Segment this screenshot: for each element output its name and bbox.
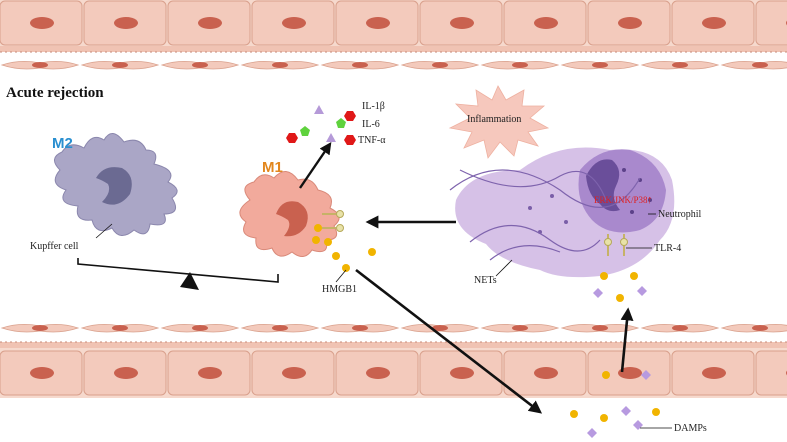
hexagon-icon bbox=[344, 135, 356, 145]
arrow-hmgb1-to-bottom bbox=[355, 268, 543, 414]
inflammation-label: Inflammation bbox=[467, 114, 522, 125]
hexagon-icon bbox=[286, 133, 298, 143]
erk-jnk-p38-label: ERK/JNK/P38 bbox=[594, 195, 648, 205]
damps-cluster-lower bbox=[570, 406, 660, 438]
cytokine-label-tnfa: TNF-α bbox=[358, 135, 386, 146]
diagram-title: Acute rejection bbox=[6, 85, 104, 101]
hmgb1-cluster bbox=[312, 224, 376, 272]
upregulation-arrow-icon: ↑ bbox=[647, 194, 653, 206]
tlr4-label: TLR-4 bbox=[654, 243, 682, 254]
damp-diamond bbox=[641, 370, 651, 380]
top-endothelium bbox=[1, 60, 787, 70]
top-tissue-band bbox=[0, 0, 787, 53]
cytokine-shapes bbox=[286, 105, 356, 145]
pentagon-icon bbox=[336, 118, 346, 128]
m2-label: M2 bbox=[52, 135, 73, 152]
triangle-icon bbox=[326, 133, 336, 142]
hexagon-icon bbox=[344, 111, 356, 121]
m1-macrophage bbox=[239, 171, 340, 257]
neutrophil-label: Neutrophil bbox=[658, 209, 702, 220]
triangle-icon bbox=[314, 105, 324, 114]
tlr4-receptors bbox=[604, 234, 628, 256]
inflammation-burst bbox=[448, 85, 550, 159]
damps-cluster-upper bbox=[593, 272, 647, 302]
hmgb1-label: HMGB1 bbox=[322, 284, 358, 295]
hmgb1-dot bbox=[602, 371, 610, 379]
nets-label: NETs bbox=[474, 275, 497, 286]
arrow-m1-to-cytokines bbox=[299, 142, 332, 189]
damps-label: DAMPs bbox=[674, 423, 707, 434]
cytokine-label-il1b: IL-1β bbox=[362, 101, 385, 112]
bottom-tissue-band bbox=[0, 341, 787, 398]
m2-macrophage bbox=[54, 133, 178, 236]
pentagon-icon bbox=[300, 126, 310, 136]
m1-label: M1 bbox=[262, 159, 283, 176]
arrow-damps-to-neutrophil bbox=[620, 307, 634, 373]
bottom-endothelium bbox=[1, 323, 787, 333]
m1-receptors bbox=[322, 210, 344, 232]
seesaw-triangle-icon bbox=[77, 258, 279, 290]
kupffer-label: Kupffer cell bbox=[30, 241, 79, 252]
neutrophil bbox=[449, 147, 675, 278]
cytokine-label-il6: IL-6 bbox=[362, 119, 380, 130]
leader-lines bbox=[95, 213, 672, 429]
